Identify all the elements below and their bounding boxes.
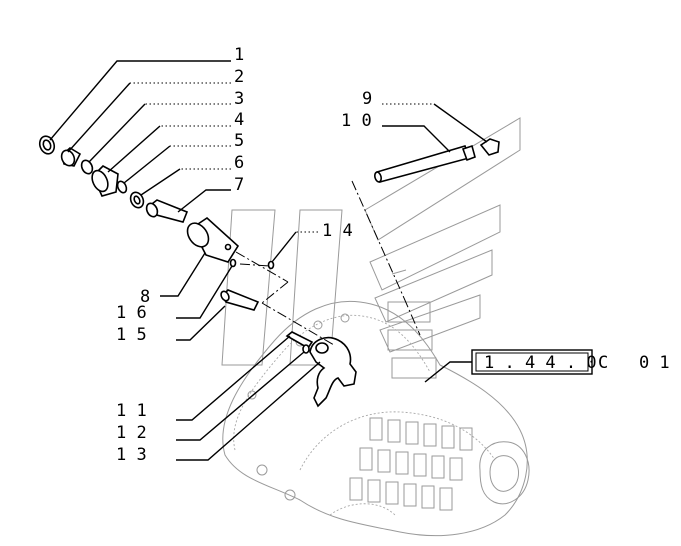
callout-8: 8 xyxy=(140,287,150,307)
callout-1: 1 xyxy=(234,45,244,65)
part-14-ball xyxy=(267,260,275,270)
assembly-axis-lines xyxy=(235,180,421,346)
part-10-rod xyxy=(374,144,476,183)
callout-leaders xyxy=(49,60,488,461)
part-11-pin xyxy=(285,331,314,350)
gearbox-housing-outline xyxy=(222,300,530,537)
part-1-snap-ring xyxy=(38,135,56,155)
part-3-o-ring xyxy=(80,159,94,175)
callout-6: 6 xyxy=(234,153,244,173)
callout-11: 1 1 xyxy=(116,401,147,421)
part-8-cylinder xyxy=(186,216,240,263)
callout-7: 7 xyxy=(234,175,244,195)
part-16-pin xyxy=(229,258,237,268)
reference-box-inner xyxy=(475,352,589,372)
callout-13: 1 3 xyxy=(116,445,147,465)
reference-code: 1 . 4 4 . 0 xyxy=(484,353,597,373)
callout-3: 3 xyxy=(234,89,244,109)
part-4-bushing xyxy=(91,165,119,197)
part-2-sleeve xyxy=(60,147,82,167)
reference-box-outer xyxy=(471,349,593,375)
callout-9: 9 xyxy=(362,89,372,109)
part-13-shift-fork xyxy=(309,336,357,408)
callout-2: 2 xyxy=(234,67,244,87)
part-5-washer xyxy=(116,180,128,194)
callout-5: 5 xyxy=(234,131,244,151)
reference-suffix: C 0 1 xyxy=(598,353,670,373)
callout-16: 1 6 xyxy=(116,303,147,323)
part-15-dowel xyxy=(220,289,260,311)
callout-labels: 1 2 3 4 5 6 7 8 9 1 0 1 1 1 2 1 3 1 4 1 … xyxy=(116,45,372,465)
callout-12: 1 2 xyxy=(116,423,147,443)
callout-14: 1 4 xyxy=(322,221,353,241)
part-9-end-cap xyxy=(479,138,500,156)
part-7-shaft xyxy=(145,199,189,223)
callout-15: 1 5 xyxy=(116,325,147,345)
section-reference: 1 . 4 4 . 0 C 0 1 xyxy=(471,349,670,375)
part-6-seal xyxy=(129,191,145,209)
callout-10: 1 0 xyxy=(341,111,372,131)
callout-4: 4 xyxy=(234,110,244,130)
part-12-roll-pin xyxy=(302,344,310,354)
